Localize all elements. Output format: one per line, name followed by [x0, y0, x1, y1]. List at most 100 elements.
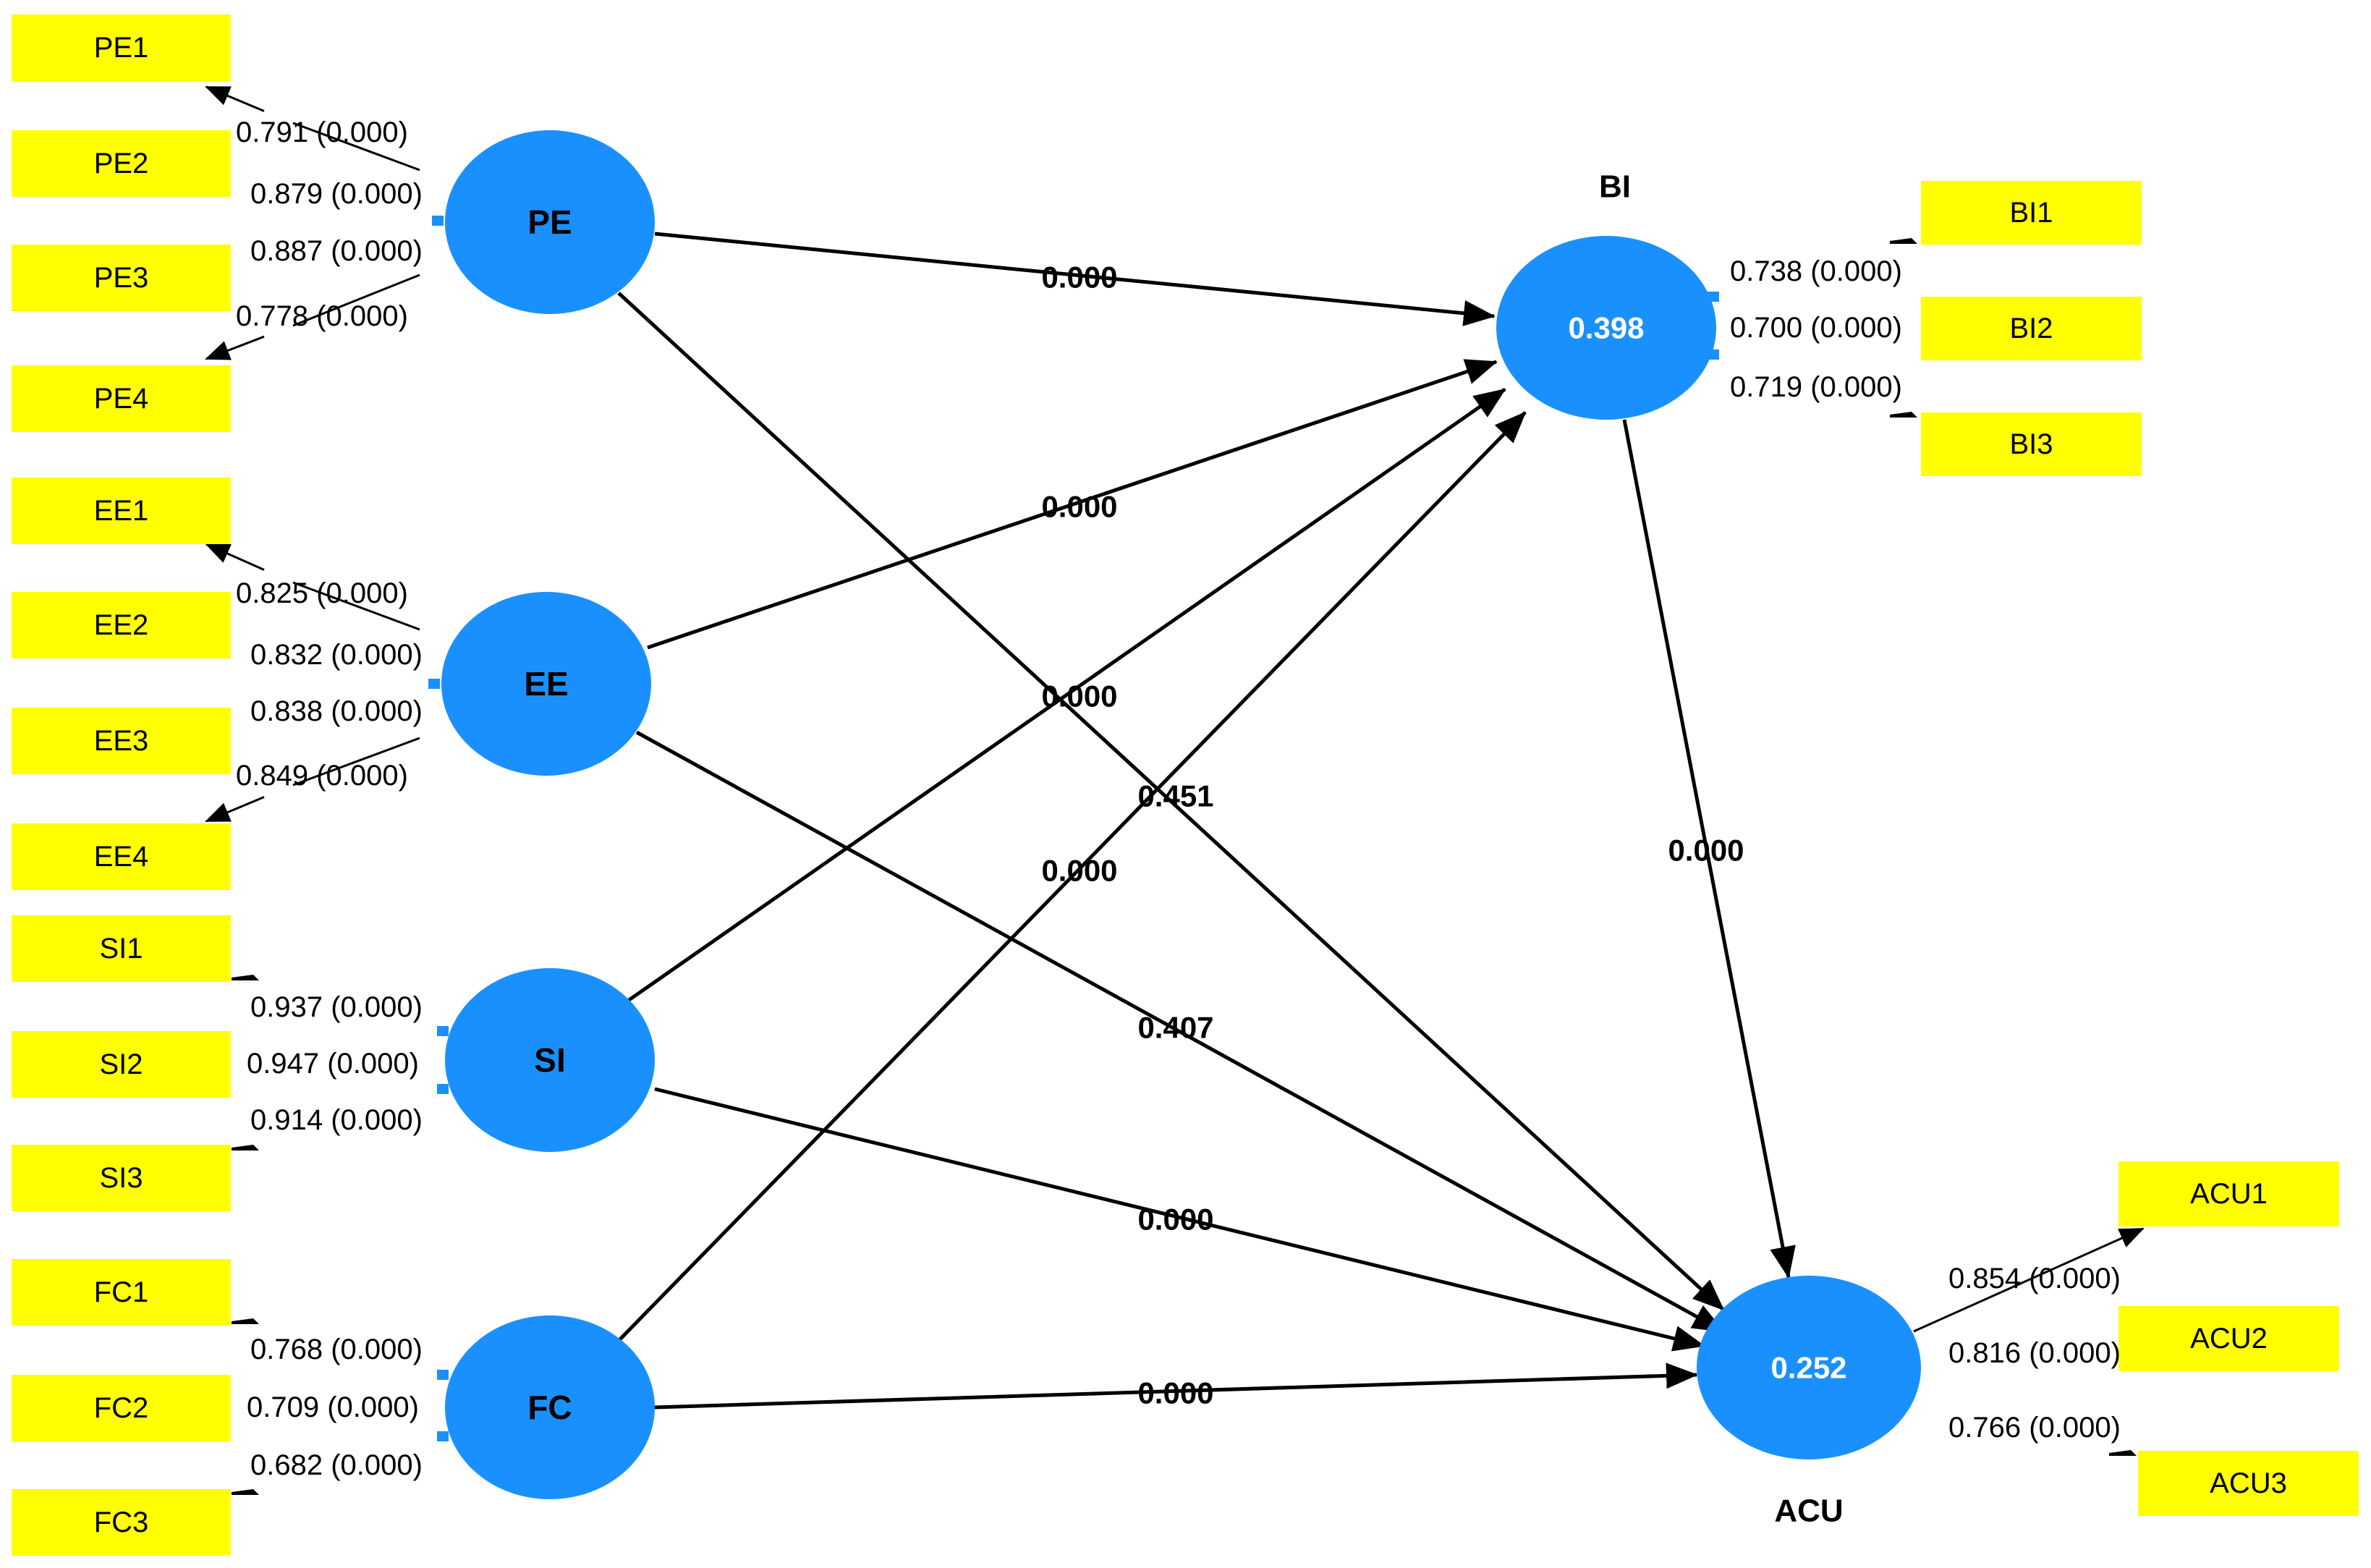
- latent-bi[interactable]: 0.398: [1496, 236, 1716, 420]
- indicator-fc2[interactable]: FC2: [12, 1375, 231, 1441]
- connector-notch: [1708, 292, 1719, 302]
- indicator-label: FC1: [94, 1276, 149, 1308]
- indicator-pe3[interactable]: PE3: [12, 245, 231, 311]
- indicator-pe2[interactable]: PE2: [12, 130, 231, 197]
- indicator-box: [12, 14, 231, 81]
- loading-label-bi1: 0.738 (0.000): [1730, 255, 1902, 287]
- indicator-ee2[interactable]: EE2: [12, 592, 231, 658]
- latent-acu[interactable]: 0.252: [1697, 1276, 1921, 1459]
- indicator-box: [12, 365, 231, 432]
- loading-tick-fc1: [232, 1318, 259, 1324]
- loading-label-si3: 0.914 (0.000): [250, 1104, 423, 1136]
- loading-label-fc1: 0.768 (0.000): [250, 1334, 423, 1365]
- loading-line-pe4: [292, 274, 420, 327]
- loading-arrow-acu1: [1913, 1227, 2145, 1333]
- loading-arrow-pe4: [205, 335, 265, 360]
- indicator-label: BI1: [2009, 197, 2053, 229]
- latent-label-bi: BI: [1599, 169, 1631, 205]
- path-label-ee-to-bi: 0.000: [1041, 490, 1117, 524]
- path-label-si-to-acu: 0.000: [1137, 1203, 1213, 1237]
- indicator-acu2[interactable]: ACU2: [2118, 1306, 2339, 1371]
- latent-ellipse: [445, 1315, 655, 1499]
- indicator-label: FC3: [94, 1506, 149, 1538]
- indicator-label: EE2: [94, 609, 149, 641]
- indicator-label: ACU2: [2190, 1323, 2268, 1355]
- r-squared-value: 0.252: [1770, 1351, 1846, 1385]
- path-label-si-to-bi: 0.000: [1041, 679, 1117, 713]
- loading-tick-fc3: [232, 1489, 259, 1495]
- path-arrow-fc-to-acu: [654, 1363, 1698, 1410]
- indicator-fc1[interactable]: FC1: [12, 1259, 231, 1326]
- loading-label-ee4: 0.849 (0.000): [236, 760, 408, 792]
- loading-label-ee1: 0.825 (0.000): [236, 577, 408, 609]
- latent-pe[interactable]: PE: [445, 130, 655, 314]
- indicator-label: SI1: [99, 933, 143, 965]
- indicator-ee3[interactable]: EE3: [12, 708, 231, 774]
- indicator-box: [12, 1259, 231, 1326]
- loading-line-ee4: [292, 737, 420, 787]
- indicator-label: PE2: [94, 148, 149, 179]
- latent-ellipse: [1697, 1276, 1921, 1459]
- loading-label-fc2: 0.709 (0.000): [247, 1391, 419, 1423]
- indicator-label: EE3: [94, 725, 149, 757]
- latent-label-acu: ACU: [1774, 1493, 1843, 1529]
- loading-tick-acu3: [2109, 1450, 2137, 1456]
- connector-notch: [437, 1026, 449, 1036]
- indicator-acu3[interactable]: ACU3: [2138, 1451, 2359, 1516]
- loading-tick-bi1: [1890, 238, 1917, 244]
- indicator-bi2[interactable]: BI2: [1921, 297, 2142, 360]
- latent-name: PE: [527, 203, 572, 241]
- indicator-box: [12, 1489, 231, 1556]
- path-arrow-bi-to-acu: [1622, 419, 1796, 1279]
- loading-tick-si1: [232, 975, 259, 980]
- latent-fc[interactable]: FC: [445, 1315, 655, 1499]
- latent-ee[interactable]: EE: [441, 592, 651, 776]
- indicator-box: [12, 915, 231, 982]
- connector-notch: [437, 1084, 449, 1094]
- path-arrow-si-to-bi: [624, 387, 1506, 1004]
- indicator-fc3[interactable]: FC3: [12, 1489, 231, 1556]
- indicator-pe4[interactable]: PE4: [12, 365, 231, 432]
- latent-name: FC: [527, 1389, 572, 1426]
- indicator-bi1[interactable]: BI1: [1921, 181, 2142, 245]
- path-arrow-ee-to-bi: [647, 359, 1498, 650]
- indicator-bi3[interactable]: BI3: [1921, 412, 2142, 476]
- loading-label-si2: 0.947 (0.000): [247, 1048, 419, 1080]
- indicator-ee4[interactable]: EE4: [12, 823, 231, 890]
- indicator-si1[interactable]: SI1: [12, 915, 231, 982]
- loading-label-si1: 0.937 (0.000): [250, 991, 423, 1023]
- indicator-si2[interactable]: SI2: [12, 1031, 231, 1098]
- indicator-box: [2118, 1306, 2339, 1371]
- r-squared-value: 0.398: [1568, 311, 1644, 345]
- indicator-ee1[interactable]: EE1: [12, 478, 231, 544]
- path-label-pe-to-bi: 0.000: [1041, 260, 1117, 294]
- indicator-label: SI3: [99, 1162, 143, 1194]
- indicator-box: [12, 592, 231, 658]
- connector-notch: [437, 1370, 449, 1380]
- loading-label-fc3: 0.682 (0.000): [250, 1449, 423, 1481]
- indicator-pe1[interactable]: PE1: [12, 14, 231, 81]
- indicator-si3[interactable]: SI3: [12, 1145, 231, 1211]
- indicator-box: [12, 478, 231, 544]
- indicator-label: PE1: [94, 32, 149, 64]
- path-label-bi-to-acu: 0.000: [1668, 834, 1744, 868]
- loading-line-ee1: [292, 581, 420, 631]
- path-arrow-pe-to-acu: [617, 292, 1725, 1311]
- connector-notch: [428, 679, 440, 689]
- indicator-box: [2138, 1451, 2359, 1516]
- path-arrow-pe-to-bi: [654, 232, 1496, 326]
- path-label-ee-to-acu: 0.407: [1137, 1011, 1213, 1045]
- loading-arrow-pe1: [205, 85, 265, 112]
- loading-label-bi2: 0.700 (0.000): [1730, 312, 1902, 344]
- latent-ellipse: [445, 130, 655, 314]
- loading-label-ee2: 0.832 (0.000): [250, 639, 423, 671]
- path-label-pe-to-acu: 0.451: [1137, 779, 1213, 813]
- path-arrow-si-to-acu: [654, 1087, 1705, 1352]
- indicator-acu1[interactable]: ACU1: [2118, 1161, 2339, 1226]
- loading-label-acu2: 0.816 (0.000): [1948, 1337, 2121, 1369]
- loading-label-bi3: 0.719 (0.000): [1730, 371, 1902, 403]
- indicator-box: [12, 823, 231, 890]
- indicator-box: [1921, 412, 2142, 476]
- latent-si[interactable]: SI: [445, 968, 655, 1152]
